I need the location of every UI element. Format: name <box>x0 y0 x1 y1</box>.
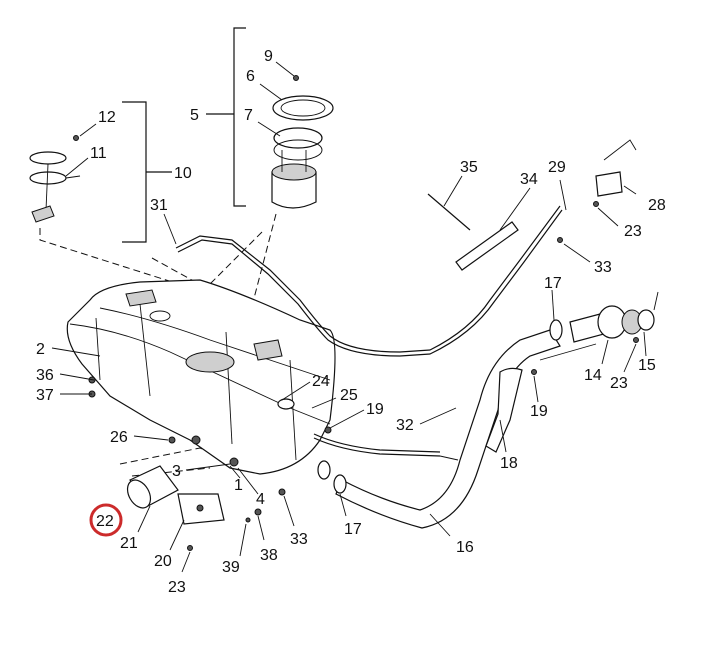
callout-21: 21 <box>120 535 138 552</box>
fuel-pump-module <box>271 75 334 209</box>
callout-3: 3 <box>172 463 181 480</box>
callout-32: 32 <box>396 417 414 434</box>
small-hardware <box>88 237 639 551</box>
filler-cap-assembly <box>539 291 659 361</box>
callout-26: 26 <box>110 429 128 446</box>
highlight-ring <box>89 503 123 537</box>
callout-12: 12 <box>98 109 116 126</box>
fuel-tank <box>66 279 336 475</box>
callout-33-lower: 33 <box>290 531 308 548</box>
callout-33-upper: 33 <box>594 259 612 276</box>
callout-15: 15 <box>638 357 656 374</box>
callout-17-upper: 17 <box>544 275 562 292</box>
callout-16: 16 <box>456 539 474 556</box>
callout-14: 14 <box>584 367 602 384</box>
callout-7: 7 <box>244 107 253 124</box>
callout-11: 11 <box>90 145 107 162</box>
callout-38: 38 <box>260 547 278 564</box>
fuel-lines <box>175 205 563 457</box>
fuel-filter <box>126 465 225 525</box>
callout-19-right: 19 <box>530 403 548 420</box>
callout-4: 4 <box>256 491 265 508</box>
callout-35: 35 <box>460 159 478 176</box>
bracket-group-5 <box>206 27 246 207</box>
callout-1: 1 <box>234 477 243 494</box>
callout-39: 39 <box>222 559 240 576</box>
hose-strap <box>427 193 471 231</box>
callout-9: 9 <box>264 48 273 65</box>
evap-canister <box>593 139 637 207</box>
leader-lines <box>51 61 647 573</box>
callout-18: 18 <box>500 455 518 472</box>
callout-22: 22 <box>96 513 114 530</box>
callout-17-lower: 17 <box>344 521 362 538</box>
callout-31: 31 <box>150 197 168 214</box>
filler-neck-hose <box>335 329 561 529</box>
callout-6: 6 <box>246 68 255 85</box>
fuel-sender-unit <box>29 135 81 223</box>
callout-25: 25 <box>340 387 358 404</box>
callout-34: 34 <box>520 171 538 188</box>
callout-2: 2 <box>36 341 45 358</box>
callout-10: 10 <box>174 165 192 182</box>
callout-19-left: 19 <box>366 401 384 418</box>
callout-labels: 9 6 5 7 12 11 10 31 35 34 29 28 23 33 17… <box>36 48 666 596</box>
callout-28: 28 <box>648 197 666 214</box>
callout-29: 29 <box>548 159 566 176</box>
callout-20: 20 <box>154 553 172 570</box>
bracket-group-10 <box>122 101 172 243</box>
callout-5: 5 <box>190 107 199 124</box>
callout-23-filter: 23 <box>168 579 186 596</box>
callout-23-canister: 23 <box>624 223 642 240</box>
callout-23-cap: 23 <box>610 375 628 392</box>
callout-24: 24 <box>312 373 330 390</box>
callout-37: 37 <box>36 387 54 404</box>
callout-36: 36 <box>36 367 54 384</box>
vent-pipe <box>455 221 519 271</box>
